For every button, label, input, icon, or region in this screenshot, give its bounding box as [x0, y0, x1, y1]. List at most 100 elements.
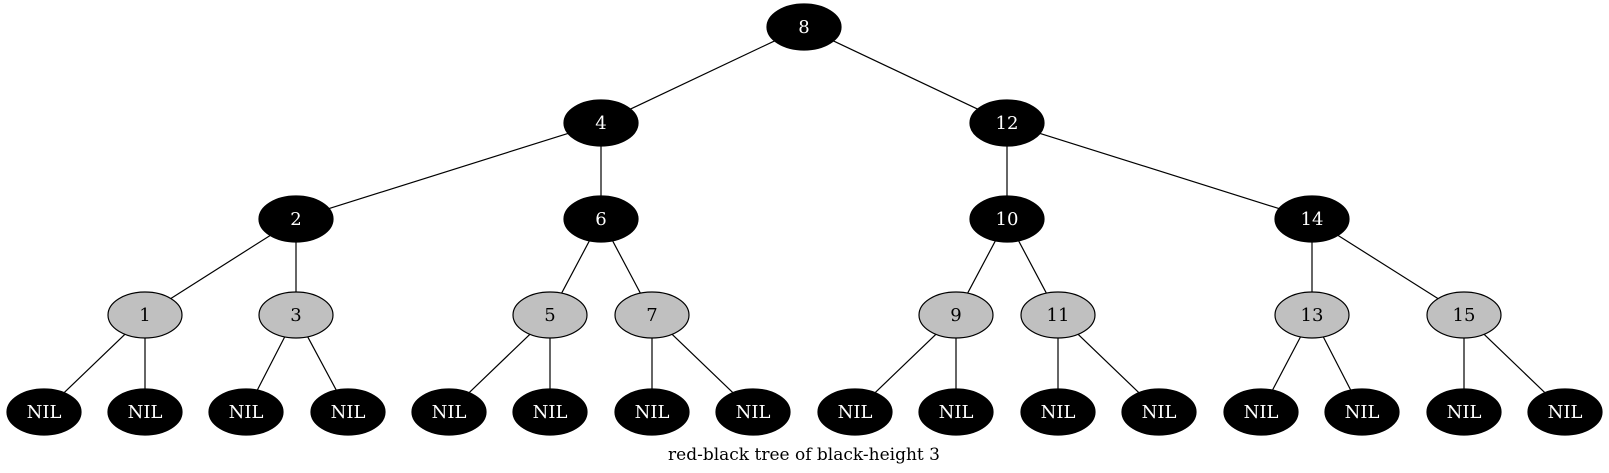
tree-node-n12: 12 — [969, 99, 1045, 147]
black-node-nil9 — [817, 388, 893, 436]
node-label-n12: 12 — [996, 113, 1019, 134]
black-node-n6 — [563, 195, 639, 243]
black-node-nil1 — [6, 388, 82, 436]
tree-node-nil6: NIL — [512, 388, 588, 436]
tree-node-n7: 7 — [614, 291, 690, 339]
black-node-nil3 — [208, 388, 284, 436]
tree-node-nil11: NIL — [1020, 388, 1096, 436]
tree-node-n2: 2 — [258, 195, 334, 243]
edge-n3-nil4 — [307, 336, 337, 391]
node-label-nil11: NIL — [1041, 402, 1076, 423]
node-label-n13: 13 — [1301, 305, 1324, 326]
black-node-nil5 — [411, 388, 487, 436]
node-label-n5: 5 — [544, 305, 555, 326]
tree-node-nil2: NIL — [107, 388, 183, 436]
node-label-n11: 11 — [1047, 305, 1070, 326]
edge-n5-nil5 — [468, 333, 531, 394]
node-label-nil6: NIL — [533, 402, 568, 423]
node-label-nil5: NIL — [432, 402, 467, 423]
node-label-nil14: NIL — [1345, 402, 1380, 423]
tree-node-nil13: NIL — [1223, 388, 1299, 436]
edge-n8-n4 — [630, 40, 775, 110]
black-node-n12 — [969, 99, 1045, 147]
tree-node-n14: 14 — [1274, 195, 1350, 243]
node-label-nil1: NIL — [27, 402, 62, 423]
node-label-nil10: NIL — [939, 402, 974, 423]
tree-node-nil14: NIL — [1324, 388, 1400, 436]
edge-n13-nil13 — [1271, 336, 1302, 391]
node-label-nil3: NIL — [229, 402, 264, 423]
node-label-n3: 3 — [290, 305, 301, 326]
node-label-nil8: NIL — [736, 402, 771, 423]
node-label-n2: 2 — [290, 209, 301, 230]
black-node-nil8 — [715, 388, 791, 436]
edge-n10-n9 — [967, 240, 996, 294]
node-label-n10: 10 — [996, 209, 1019, 230]
tree-node-n1: 1 — [107, 291, 183, 339]
black-node-nil15 — [1426, 388, 1502, 436]
node-label-nil16: NIL — [1548, 402, 1583, 423]
tree-node-n8: 8 — [766, 3, 842, 51]
node-label-n15: 15 — [1453, 305, 1476, 326]
black-node-nil4 — [310, 388, 386, 436]
edge-n11-nil12 — [1077, 333, 1140, 394]
node-label-nil12: NIL — [1142, 402, 1177, 423]
red-node-n15 — [1426, 291, 1502, 339]
node-label-nil7: NIL — [635, 402, 670, 423]
red-node-n7 — [614, 291, 690, 339]
edge-n1-nil1 — [63, 333, 126, 394]
black-node-nil2 — [107, 388, 183, 436]
node-label-n9: 9 — [950, 305, 961, 326]
node-label-n14: 14 — [1301, 209, 1324, 230]
tree-node-n3: 3 — [258, 291, 334, 339]
tree-node-nil4: NIL — [310, 388, 386, 436]
edge-n12-n14 — [1039, 132, 1280, 210]
black-node-nil12 — [1121, 388, 1197, 436]
edge-n3-nil3 — [256, 336, 286, 391]
tree-node-n10: 10 — [969, 195, 1045, 243]
tree-node-n4: 4 — [563, 99, 639, 147]
edges-layer — [63, 40, 1546, 394]
tree-node-nil1: NIL — [6, 388, 82, 436]
black-node-nil10 — [918, 388, 994, 436]
black-node-nil16 — [1527, 388, 1603, 436]
tree-node-nil10: NIL — [918, 388, 994, 436]
tree-node-n5: 5 — [512, 291, 588, 339]
edge-n15-nil16 — [1483, 333, 1546, 394]
tree-node-n6: 6 — [563, 195, 639, 243]
diagram-caption: red-black tree of black-height 3 — [668, 445, 940, 465]
tree-node-nil16: NIL — [1527, 388, 1603, 436]
node-label-n4: 4 — [595, 113, 606, 134]
red-node-n13 — [1274, 291, 1350, 339]
edge-n6-n7 — [612, 240, 641, 294]
black-node-n10 — [969, 195, 1045, 243]
tree-node-n15: 15 — [1426, 291, 1502, 339]
red-node-n3 — [258, 291, 334, 339]
node-label-nil2: NIL — [128, 402, 163, 423]
tree-node-n11: 11 — [1020, 291, 1096, 339]
edge-n4-n2 — [328, 132, 569, 210]
tree-node-nil9: NIL — [817, 388, 893, 436]
node-label-nil13: NIL — [1244, 402, 1279, 423]
black-node-n2 — [258, 195, 334, 243]
black-node-nil7 — [614, 388, 690, 436]
black-node-n4 — [563, 99, 639, 147]
black-node-n14 — [1274, 195, 1350, 243]
black-node-nil6 — [512, 388, 588, 436]
red-node-n9 — [918, 291, 994, 339]
node-label-n8: 8 — [798, 17, 809, 38]
edge-n7-nil8 — [671, 333, 734, 394]
red-node-n11 — [1020, 291, 1096, 339]
node-label-nil9: NIL — [838, 402, 873, 423]
edge-n2-n1 — [170, 234, 271, 300]
black-node-n8 — [766, 3, 842, 51]
red-node-n1 — [107, 291, 183, 339]
edge-n6-n5 — [561, 240, 590, 294]
tree-node-nil8: NIL — [715, 388, 791, 436]
node-label-n7: 7 — [646, 305, 657, 326]
edge-n10-n11 — [1018, 240, 1047, 294]
edge-n13-nil14 — [1322, 336, 1352, 391]
edge-n14-n15 — [1337, 234, 1439, 300]
tree-node-nil7: NIL — [614, 388, 690, 436]
